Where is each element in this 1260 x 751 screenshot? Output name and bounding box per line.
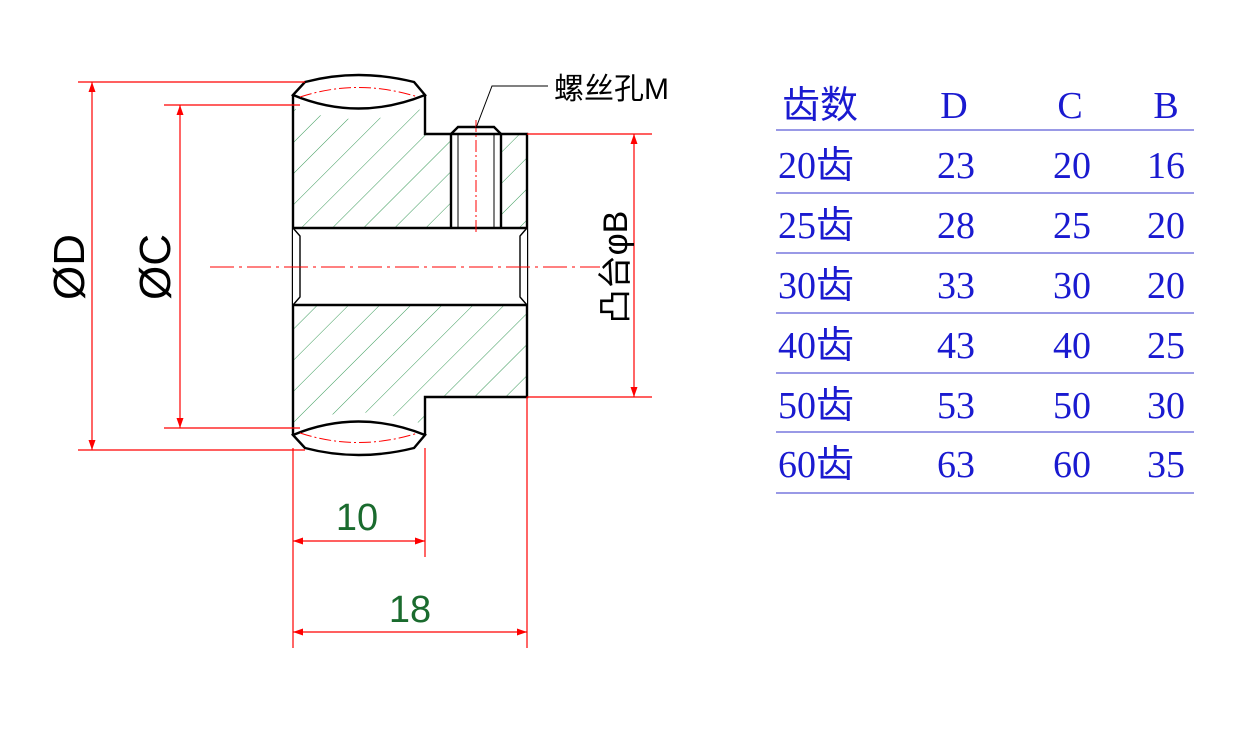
label-hub-diameter: ØC bbox=[131, 234, 180, 300]
table-header-cell: 齿数 bbox=[782, 85, 858, 127]
table-cell: 40 bbox=[1053, 325, 1091, 367]
label-outer-diameter: ØD bbox=[45, 234, 94, 300]
screw-hole-leader bbox=[475, 85, 548, 129]
label-screw-hole: 螺丝孔M bbox=[554, 73, 669, 106]
tooth-top bbox=[290, 73, 427, 110]
label-boss-diameter: 凸台φB bbox=[597, 211, 635, 324]
table-row: 25齿 28 25 20 bbox=[778, 205, 1185, 247]
table-cell: 20 bbox=[1147, 265, 1185, 307]
table-cell: 33 bbox=[937, 265, 975, 307]
pitch-line-top bbox=[299, 87, 419, 98]
dimensions bbox=[78, 81, 652, 648]
table-cell: 63 bbox=[937, 444, 975, 486]
table-header-cell: C bbox=[1057, 85, 1082, 127]
table-cell: 60 bbox=[1053, 444, 1091, 486]
label-width-18: 18 bbox=[389, 589, 431, 631]
table-cell: 30 bbox=[1147, 385, 1185, 427]
table-cell: 53 bbox=[937, 385, 975, 427]
table-cell: 20齿 bbox=[778, 145, 854, 187]
table-cell: 25 bbox=[1053, 205, 1091, 247]
table-cell: 28 bbox=[937, 205, 975, 247]
table-cell: 20 bbox=[1147, 205, 1185, 247]
label-width-10: 10 bbox=[336, 497, 378, 539]
table-cell: 25齿 bbox=[778, 205, 854, 247]
table-row: 40齿 43 40 25 bbox=[778, 325, 1185, 367]
table-cell: 60齿 bbox=[778, 444, 854, 486]
table-cell: 50齿 bbox=[778, 385, 854, 427]
table-row: 30齿 33 30 20 bbox=[778, 265, 1185, 307]
table-cell: 43 bbox=[937, 325, 975, 367]
table-cell: 23 bbox=[937, 145, 975, 187]
table-cell: 30齿 bbox=[778, 265, 854, 307]
table-cell: 16 bbox=[1147, 145, 1185, 187]
pitch-line-bottom bbox=[299, 432, 419, 443]
table-cell: 40齿 bbox=[778, 325, 854, 367]
gear-section bbox=[210, 73, 600, 457]
table-header-row: 齿数 D C B bbox=[782, 85, 1179, 127]
table-row: 20齿 23 20 16 bbox=[778, 145, 1185, 187]
table-cell: 50 bbox=[1053, 385, 1091, 427]
table-header-cell: D bbox=[940, 85, 967, 127]
table-row: 50齿 53 50 30 bbox=[778, 385, 1185, 427]
table-cell: 20 bbox=[1053, 145, 1091, 187]
table-header-cell: B bbox=[1153, 85, 1178, 127]
table-cell: 35 bbox=[1147, 444, 1185, 486]
tooth-bottom bbox=[290, 420, 427, 457]
table-cell: 30 bbox=[1053, 265, 1091, 307]
table-row: 60齿 63 60 35 bbox=[778, 444, 1185, 486]
lower-section-hatch bbox=[293, 305, 527, 425]
spec-table: 齿数 D C B 20齿 23 20 16 25齿 28 25 20 30齿 3… bbox=[776, 85, 1194, 494]
table-cell: 25 bbox=[1147, 325, 1185, 367]
